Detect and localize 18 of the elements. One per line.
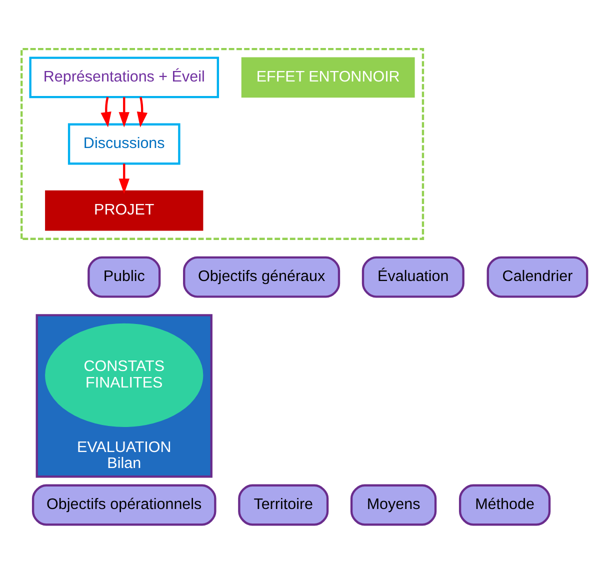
node-box: Représentations + Éveil [29,56,220,98]
node-box: Territoire [238,484,329,526]
node-box: Public [88,256,161,298]
node-box: Objectifs généraux [183,256,340,298]
node-box: Moyens [350,484,437,526]
node-box: PROJET [45,190,204,231]
arrow [118,97,130,128]
node-box: Objectifs opérationnels [32,484,216,526]
arrow [100,96,112,128]
node-box: Méthode [458,484,551,526]
node-box: Calendrier [486,256,588,298]
node-box: EFFET ENTONNOIR [241,57,415,98]
cluster [20,48,424,240]
node-box: Discussions [68,123,180,165]
arrow [136,96,148,128]
arrow [118,164,130,194]
node-ellipse: CONSTATS FINALITES [45,323,204,428]
node-box: Évaluation [362,256,464,298]
